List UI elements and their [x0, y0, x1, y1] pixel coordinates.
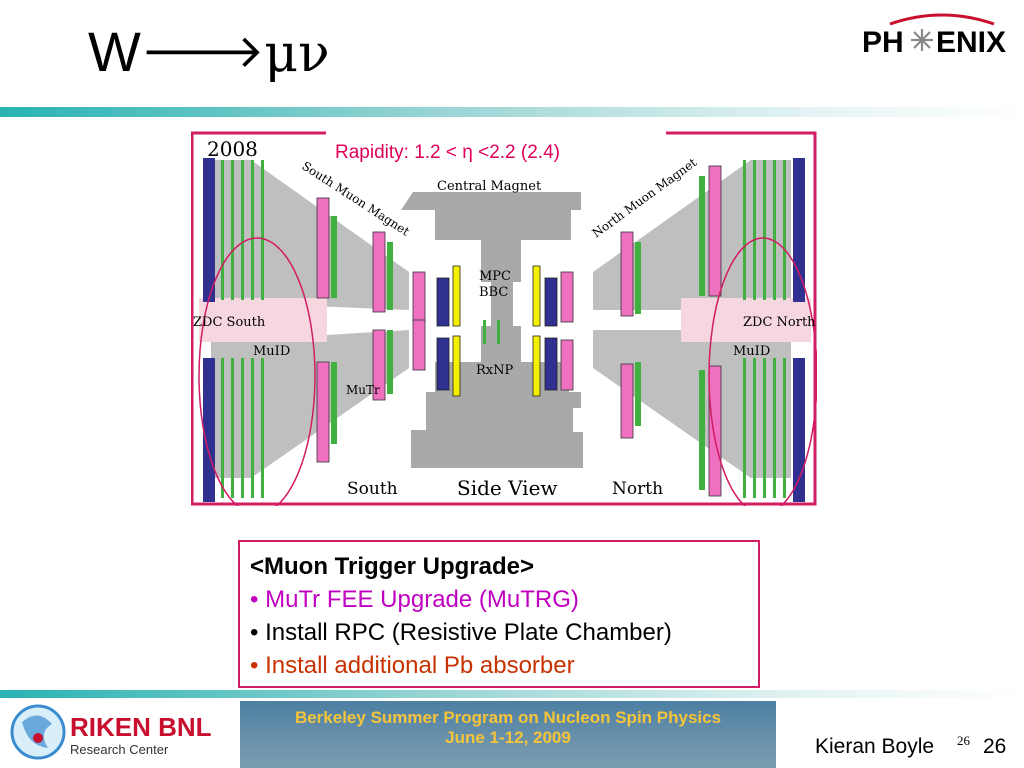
- rapidity-label: Rapidity: 1.2 < η <2.2 (2.4): [335, 142, 560, 163]
- logo-star-icon: [911, 29, 933, 51]
- textbox-line-pb: • Install additional Pb absorber: [250, 652, 575, 679]
- south-magnet-upper: [211, 160, 409, 310]
- magnet-yokes: [211, 160, 791, 478]
- slide-number: 26: [983, 735, 1007, 758]
- north-acceptance-ellipse: [708, 237, 817, 506]
- rxnp-right: [497, 320, 500, 344]
- mutr-label: MuTr: [346, 383, 380, 397]
- zdc-north-label: ZDC North: [743, 315, 816, 330]
- logo-text-left: PH: [862, 26, 904, 58]
- upgrade-textbox: <Muon Trigger Upgrade> • MuTr FEE Upgrad…: [238, 540, 760, 688]
- author-name: Kieran Boyle: [815, 735, 935, 758]
- bbc-label: BBC: [479, 285, 508, 300]
- riken-name: RIKEN BNL: [70, 712, 212, 742]
- conference-banner: Berkeley Summer Program on Nucleon Spin …: [240, 701, 776, 768]
- year-label: 2008: [207, 137, 258, 161]
- frame-gap: [326, 130, 666, 146]
- banner-line-1: Berkeley Summer Program on Nucleon Spin …: [294, 708, 722, 727]
- muid-south-stack: [203, 158, 264, 502]
- slide-title: W🡒μν: [88, 24, 330, 81]
- central-magnet-label: Central Magnet: [437, 179, 542, 194]
- riken-bnl-logo: RIKEN BNL Research Center: [10, 704, 212, 760]
- title-w: W: [88, 20, 141, 83]
- north-magnet-upper: [593, 160, 791, 310]
- rpc-green-strips: [331, 176, 705, 490]
- south-magnet-lower: [211, 330, 409, 478]
- zdc-south-band: [199, 298, 327, 342]
- bottom-accent-band: [0, 690, 1024, 698]
- textbox-header: <Muon Trigger Upgrade>: [250, 553, 535, 580]
- logo-arc: [889, 13, 995, 26]
- title-symbol: μν: [264, 24, 330, 84]
- south-acceptance-ellipse: [198, 237, 316, 506]
- mpc-label: MPC: [479, 269, 511, 284]
- mpc-bbc: [436, 265, 558, 397]
- textbox-line-mutrg: • MuTr FEE Upgrade (MuTRG): [250, 586, 579, 613]
- phenix-logo: PH ENIX: [862, 13, 1006, 58]
- arrow-icon: 🡒: [140, 24, 265, 78]
- top-accent-band: [0, 107, 1024, 117]
- zdc-south-label: ZDC South: [193, 315, 266, 330]
- mutr-chambers: [316, 165, 722, 497]
- rxnp-label: RxNP: [476, 363, 513, 378]
- detector-side-view-figure: Rapidity: 1.2 < η <2.2 (2.4) 2008 South …: [191, 130, 817, 506]
- south-label: South: [347, 479, 398, 499]
- north-magnet-lower: [593, 330, 791, 478]
- slide-number-small: 26: [957, 733, 970, 748]
- central-magnet: [401, 192, 583, 468]
- side-view-label: Side View: [457, 476, 558, 500]
- zdc-north-band: [681, 298, 811, 342]
- textbox-line-rpc: • Install RPC (Resistive Plate Chamber): [250, 619, 672, 646]
- north-label: North: [612, 479, 663, 499]
- logo-text-right: ENIX: [936, 26, 1006, 58]
- muid-south-label: MuID: [253, 344, 290, 359]
- rxnp-left: [483, 320, 486, 344]
- muid-north-label: MuID: [733, 344, 770, 359]
- banner-line-2: June 1-12, 2009: [445, 728, 571, 747]
- riken-subtitle: Research Center: [70, 742, 169, 757]
